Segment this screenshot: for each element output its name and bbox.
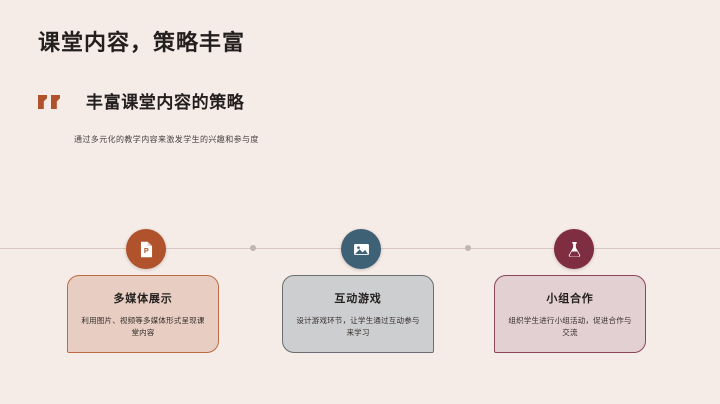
timeline-dot (250, 245, 256, 251)
strategy-card[interactable]: 小组合作 组织学生进行小组活动，促进合作与交流 (494, 275, 646, 353)
timeline-dot (465, 245, 471, 251)
card-description: 利用图片、视频等多媒体形式呈现课堂内容 (81, 315, 205, 337)
strategy-card[interactable]: 多媒体展示 利用图片、视频等多媒体形式呈现课堂内容 (67, 275, 219, 353)
node-icon-multimedia[interactable]: P (126, 229, 166, 269)
quote-mark-icon (36, 89, 66, 119)
card-description: 组织学生进行小组活动，促进合作与交流 (508, 315, 632, 337)
image-photo-icon (352, 240, 371, 259)
section-heading: 丰富课堂内容的策略 (86, 93, 245, 112)
page-title: 课堂内容，策略丰富 (38, 30, 246, 55)
card-title: 小组合作 (546, 292, 594, 305)
card-description: 设计游戏环节，让学生通过互动参与来学习 (296, 315, 420, 337)
flask-beaker-icon (565, 240, 584, 259)
card-title: 多媒体展示 (113, 292, 173, 305)
section-subtitle: 通过多元化的教学内容来激发学生的兴趣和参与度 (74, 135, 259, 144)
section-heading-row: 丰富课堂内容的策略 (36, 88, 244, 119)
card-title: 互动游戏 (334, 292, 382, 305)
node-icon-group-collaboration[interactable] (554, 229, 594, 269)
strategy-card[interactable]: 互动游戏 设计游戏环节，让学生通过互动参与来学习 (282, 275, 434, 353)
node-icon-interactive-game[interactable] (341, 229, 381, 269)
powerpoint-file-icon: P (137, 240, 156, 259)
svg-text:P: P (143, 245, 148, 254)
